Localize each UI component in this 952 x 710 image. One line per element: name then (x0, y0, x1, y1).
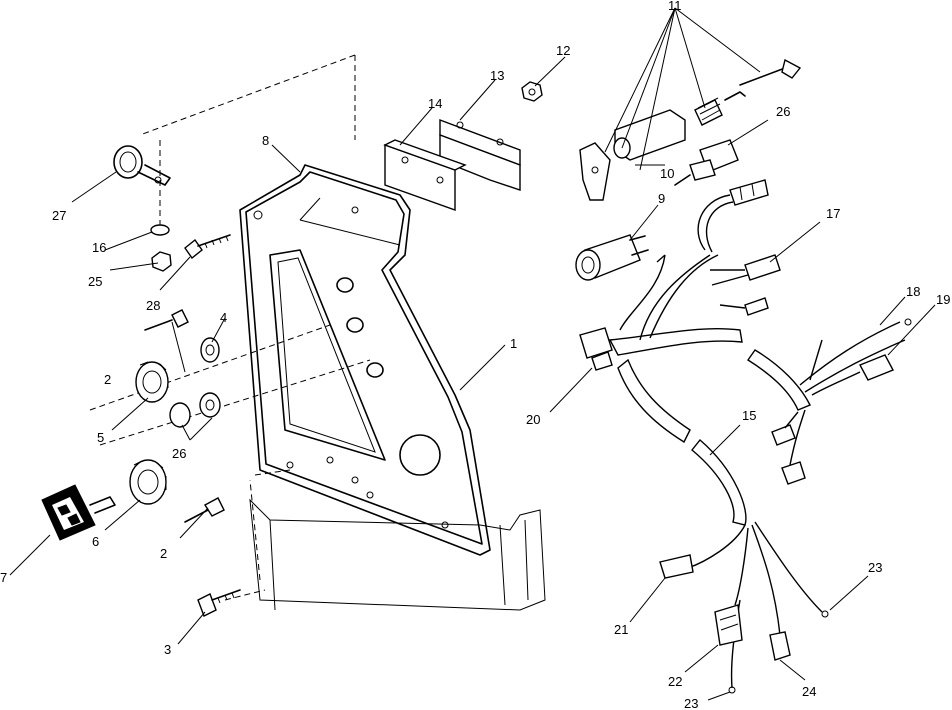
callout-5: 5 (97, 430, 104, 445)
callout-2-upper: 2 (104, 372, 111, 387)
callout-13: 13 (490, 68, 504, 83)
callout-6: 6 (92, 534, 99, 549)
callout-3: 3 (164, 642, 171, 657)
callout-9: 9 (658, 191, 665, 206)
nut-12 (521, 81, 543, 102)
callout-15: 15 (742, 408, 756, 423)
callout-2-lower: 2 (160, 546, 167, 561)
key-switch-9 (575, 234, 649, 281)
ignition-switch-assembly (579, 58, 802, 201)
callout-1: 1 (510, 336, 517, 351)
callout-18: 18 (906, 284, 920, 299)
callout-26-top: 26 (776, 104, 790, 119)
callout-26-left: 26 (172, 446, 186, 461)
callout-16: 16 (92, 240, 106, 255)
callout-20: 20 (526, 412, 540, 427)
callout-24: 24 (802, 684, 816, 699)
callout-12: 12 (556, 43, 570, 58)
left-hardware (113, 145, 241, 617)
callout-22: 22 (668, 674, 682, 689)
toggle-switch (674, 139, 739, 186)
callout-27: 27 (52, 208, 66, 223)
instrument-panel (239, 164, 491, 556)
leader-lines (9, 7, 936, 701)
wiring-harness (579, 179, 912, 694)
callout-11: 11 (668, 0, 682, 13)
reference-frame (89, 54, 546, 611)
callout-17: 17 (826, 206, 840, 221)
callout-19: 19 (936, 292, 950, 307)
callout-8: 8 (262, 133, 269, 148)
callout-25: 25 (88, 274, 102, 289)
callout-28: 28 (146, 298, 160, 313)
callout-10: 10 (660, 166, 674, 181)
callout-7: 7 (0, 570, 7, 585)
callout-23-bottom: 23 (684, 696, 698, 710)
callout-14: 14 (428, 96, 442, 111)
callout-23-right: 23 (868, 560, 882, 575)
mounting-brackets (383, 118, 521, 211)
callout-21: 21 (614, 622, 628, 637)
key-fob-icon (41, 484, 116, 541)
callout-4: 4 (220, 310, 227, 325)
